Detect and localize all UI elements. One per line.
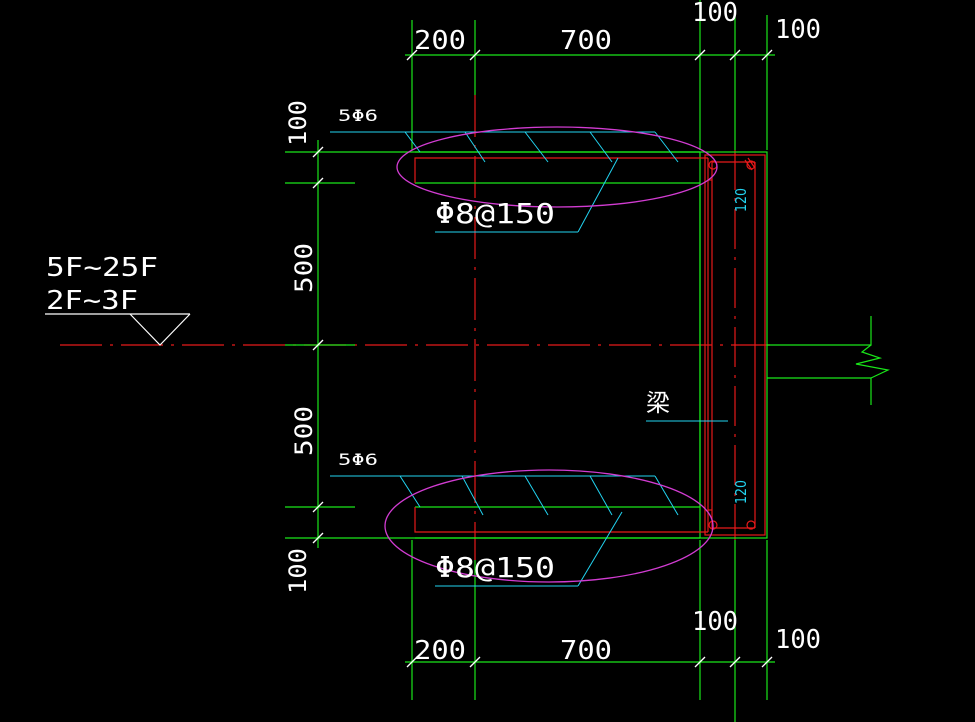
dim-bottom-700: 700 <box>560 636 612 666</box>
dim-top-700: 700 <box>560 26 612 56</box>
dim-bottom-100-a: 100 <box>692 607 738 637</box>
top-rebar <box>330 131 679 233</box>
axis-lines <box>60 95 770 560</box>
dim-left-100-top: 100 <box>284 100 312 146</box>
concrete-outline <box>414 154 766 536</box>
dim-left-100-bottom: 100 <box>284 548 312 594</box>
dimension-ticks <box>312 49 773 668</box>
bottom-rebar <box>330 475 679 587</box>
rebar-bottom-main: 5Φ6 <box>338 450 378 469</box>
dim-bottom-100-b: 100 <box>775 625 821 655</box>
wall-thickness-bottom: 120 <box>732 480 750 504</box>
rebar-top-main: 5Φ6 <box>338 106 378 125</box>
dim-top-100-a: 100 <box>692 0 738 28</box>
beam-label: 梁 <box>646 389 670 417</box>
dim-left-500-bottom: 500 <box>290 406 318 456</box>
wall-thickness-top: 120 <box>732 188 750 212</box>
dimension-lines <box>285 0 890 722</box>
level-text-1: 5F~25F <box>46 253 158 283</box>
highlight-ellipse-bottom <box>384 469 714 583</box>
level-text-2: 2F~3F <box>46 286 138 316</box>
rebar-top-stirrup: Φ8@150 <box>435 197 555 230</box>
rebar-bottom-stirrup: Φ8@150 <box>435 551 555 584</box>
dim-top-200: 200 <box>414 26 466 56</box>
dim-bottom-200: 200 <box>414 636 466 666</box>
level-marker <box>45 313 191 346</box>
dim-left-500-top: 500 <box>290 243 318 293</box>
dim-top-100-b: 100 <box>775 15 821 45</box>
highlight-ellipse-top <box>396 126 718 208</box>
